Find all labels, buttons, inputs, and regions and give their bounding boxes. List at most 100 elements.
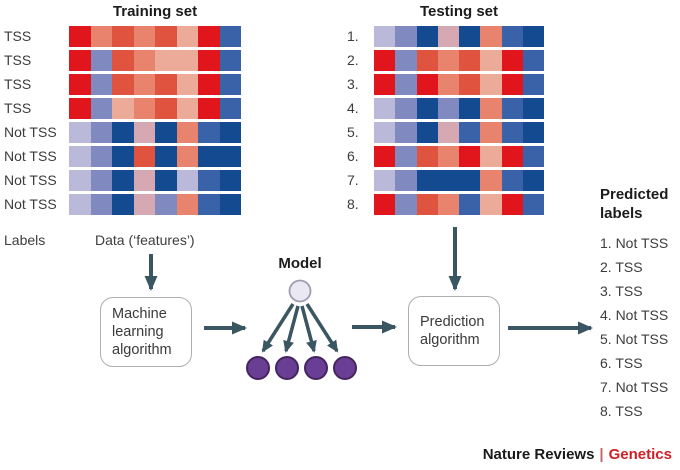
heatmap-cell bbox=[437, 122, 459, 143]
data-features-caption: Data (‘features’) bbox=[95, 232, 195, 248]
training-set-title: Training set bbox=[112, 3, 198, 20]
heatmap-cell bbox=[90, 26, 112, 47]
heatmap-cell bbox=[133, 170, 155, 191]
model-input-node bbox=[288, 279, 312, 303]
heatmap-cell bbox=[416, 26, 438, 47]
heatmap-cell bbox=[522, 122, 544, 143]
heatmap-cell bbox=[416, 74, 438, 95]
heatmap-cell bbox=[459, 26, 481, 47]
heatmap-cell bbox=[374, 98, 396, 119]
predicted-label-item: 8. TSS bbox=[600, 403, 643, 419]
labels-caption: Labels bbox=[4, 232, 46, 248]
heatmap-cell bbox=[90, 194, 112, 215]
heatmap-cell bbox=[155, 26, 177, 47]
heatmap-cell bbox=[133, 26, 155, 47]
heatmap-cell bbox=[112, 122, 134, 143]
heatmap-cell bbox=[198, 50, 220, 71]
heatmap-row bbox=[69, 122, 241, 143]
heatmap-cell bbox=[374, 74, 396, 95]
heatmap-cell bbox=[459, 74, 481, 95]
heatmap-cell bbox=[395, 122, 417, 143]
heatmap-cell bbox=[501, 194, 523, 215]
row-label: Not TSS bbox=[4, 196, 57, 212]
journal-brand: Nature Reviews bbox=[482, 446, 595, 463]
heatmap-row bbox=[374, 170, 544, 191]
heatmap-cell bbox=[176, 146, 198, 167]
heatmap-cell bbox=[416, 194, 438, 215]
model-title: Model bbox=[278, 255, 322, 272]
heatmap-cell bbox=[176, 26, 198, 47]
heatmap-cell bbox=[395, 50, 417, 71]
row-label: TSS bbox=[4, 28, 32, 44]
heatmap-cell bbox=[133, 74, 155, 95]
heatmap-cell bbox=[437, 98, 459, 119]
row-label: 8. bbox=[347, 196, 359, 212]
heatmap-cell bbox=[395, 146, 417, 167]
predicted-label-item: 3. TSS bbox=[600, 283, 643, 299]
heatmap-cell bbox=[176, 98, 198, 119]
heatmap-cell bbox=[480, 194, 502, 215]
heatmap-cell bbox=[69, 50, 91, 71]
heatmap-row bbox=[374, 50, 544, 71]
heatmap-cell bbox=[112, 170, 134, 191]
heatmap-cell bbox=[69, 170, 91, 191]
row-label: 1. bbox=[347, 28, 359, 44]
heatmap-row bbox=[69, 194, 241, 215]
journal-separator: | bbox=[599, 446, 604, 463]
model-output-node-1 bbox=[246, 356, 270, 380]
heatmap-cell bbox=[522, 74, 544, 95]
heatmap-row bbox=[69, 146, 241, 167]
heatmap-cell bbox=[112, 194, 134, 215]
heatmap-cell bbox=[459, 122, 481, 143]
heatmap-cell bbox=[374, 194, 396, 215]
heatmap-cell bbox=[395, 74, 417, 95]
row-label: 6. bbox=[347, 148, 359, 164]
heatmap-cell bbox=[374, 146, 396, 167]
model-edge-3 bbox=[300, 305, 317, 353]
journal-footer: Nature Reviews|Genetics bbox=[483, 446, 672, 463]
heatmap-cell bbox=[69, 122, 91, 143]
heatmap-cell bbox=[480, 26, 502, 47]
journal-name: Genetics bbox=[608, 446, 672, 463]
predicted-label-item: 4. Not TSS bbox=[600, 307, 669, 323]
row-label: 5. bbox=[347, 124, 359, 140]
heatmap-cell bbox=[501, 170, 523, 191]
heatmap-row bbox=[69, 170, 241, 191]
predicted-label-item: 6. TSS bbox=[600, 355, 643, 371]
heatmap-cell bbox=[219, 26, 241, 47]
heatmap-cell bbox=[198, 122, 220, 143]
heatmap-cell bbox=[480, 98, 502, 119]
heatmap-row bbox=[69, 26, 241, 47]
heatmap-cell bbox=[133, 50, 155, 71]
heatmap-cell bbox=[395, 170, 417, 191]
testing-set-title: Testing set bbox=[419, 3, 499, 20]
heatmap-cell bbox=[69, 98, 91, 119]
heatmap-cell bbox=[112, 74, 134, 95]
predicted-label-item: 7. Not TSS bbox=[600, 379, 669, 395]
heatmap-cell bbox=[522, 50, 544, 71]
heatmap-row bbox=[374, 98, 544, 119]
heatmap-cell bbox=[416, 146, 438, 167]
heatmap-row bbox=[374, 74, 544, 95]
heatmap-cell bbox=[155, 74, 177, 95]
model-output-node-3 bbox=[304, 356, 328, 380]
heatmap-cell bbox=[522, 170, 544, 191]
heatmap-cell bbox=[69, 146, 91, 167]
heatmap-cell bbox=[522, 98, 544, 119]
heatmap-cell bbox=[69, 194, 91, 215]
heatmap-row bbox=[374, 26, 544, 47]
heatmap-cell bbox=[69, 26, 91, 47]
heatmap-cell bbox=[501, 74, 523, 95]
heatmap-cell bbox=[219, 50, 241, 71]
row-label: Not TSS bbox=[4, 148, 57, 164]
row-label: 3. bbox=[347, 76, 359, 92]
heatmap-cell bbox=[90, 74, 112, 95]
heatmap-cell bbox=[69, 74, 91, 95]
heatmap-cell bbox=[198, 146, 220, 167]
heatmap-cell bbox=[90, 98, 112, 119]
row-label: 7. bbox=[347, 172, 359, 188]
heatmap-cell bbox=[459, 146, 481, 167]
